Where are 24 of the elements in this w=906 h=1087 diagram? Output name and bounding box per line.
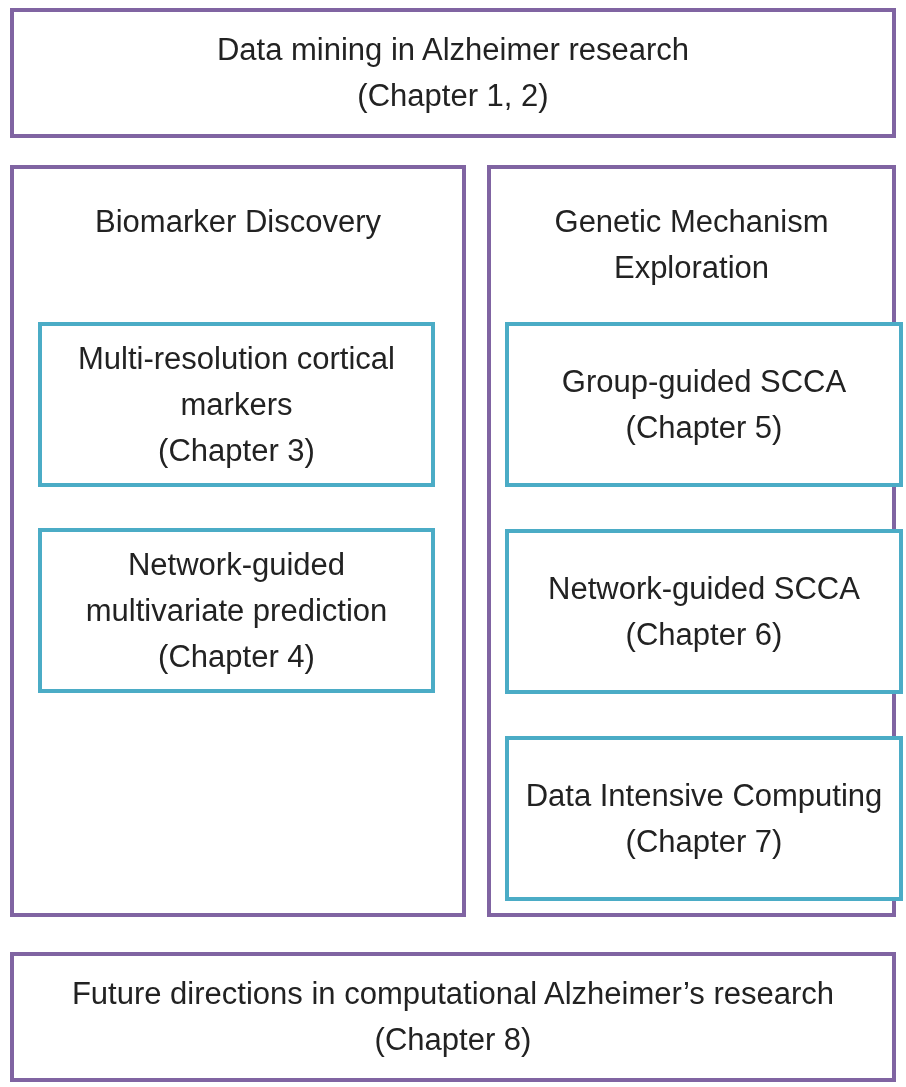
box-title: Future directions in computational Alzheimer’s research [71, 975, 835, 1013]
chapter-label: (Chapter 5) [625, 408, 783, 447]
group-title: Genetic Mechanism Exploration [554, 204, 829, 285]
box-title: Data Intensive Computing [525, 776, 883, 815]
chapter-label: (Chapter 3) [158, 431, 315, 470]
box-title: Network-guided multivariate prediction [84, 545, 389, 630]
chapter-label: (Chapter 7) [625, 822, 783, 861]
chapter-label: (Chapter 1, 2) [357, 77, 549, 115]
box-title: Group-guided SCCA [561, 362, 847, 401]
section-box [10, 165, 466, 917]
chapter-box [38, 322, 435, 487]
box-title: Network-guided SCCA [548, 569, 860, 608]
section-box [10, 8, 896, 138]
chapter-box [505, 736, 903, 901]
chapter-box [505, 529, 903, 694]
chapter-label: (Chapter 8) [374, 1021, 532, 1059]
group-title: Biomarker Discovery [95, 204, 381, 239]
box-title: Data mining in Alzheimer research [216, 31, 690, 69]
section-box [10, 952, 896, 1082]
chapter-box [505, 322, 903, 487]
box-title: Multi-resolution cortical markers [77, 339, 396, 424]
chapter-label: (Chapter 4) [158, 637, 315, 676]
chapter-label: (Chapter 6) [625, 615, 783, 654]
chapter-box [38, 528, 435, 693]
